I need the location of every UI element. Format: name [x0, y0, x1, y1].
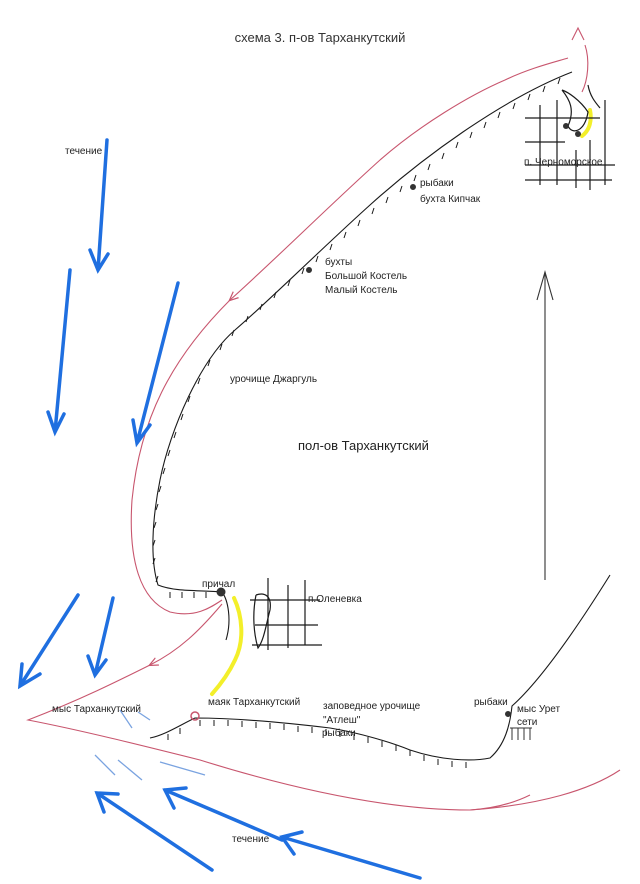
current-arrows: [17, 138, 422, 880]
olenevka-label: п.Оленевка: [308, 594, 362, 605]
chernomorskoe-label: п. Черноморское: [524, 157, 603, 168]
highlight-shore: [210, 108, 593, 696]
cliff-ticks: [152, 77, 561, 768]
olenevka-grid: [250, 578, 322, 650]
north-arrow: [536, 269, 554, 580]
uret-fishermen-label: рыбаки: [474, 697, 508, 708]
map-title: схема 3. п-ов Тарханкутский: [234, 30, 406, 45]
chernomorskoe-grid: [525, 84, 615, 190]
sea-route: [26, 26, 621, 811]
kipchak-fishermen-label: рыбаки: [420, 178, 454, 189]
cape-uret-label: мыс Урет: [517, 704, 561, 715]
chernomorskoe-marks: [563, 123, 581, 137]
kipchak-bay-label: бухта Кипчак: [420, 194, 481, 205]
points: [190, 184, 511, 721]
coastline: [149, 71, 611, 761]
cape-tarkhankut-label: мыс Тарханкутский: [52, 704, 141, 715]
atlesh-fishermen-label: рыбаки: [322, 728, 356, 739]
small-currents: [94, 709, 206, 781]
dzhargul-label: урочище Джаргуль: [230, 374, 318, 385]
bays-label: бухты Большой Костель Малый Костель: [325, 257, 408, 296]
prichal-label: причал: [202, 579, 236, 590]
lighthouse-label: маяк Тарханкутский: [208, 697, 301, 708]
atlesh-label: заповедное урочище "Атлеш": [323, 701, 421, 726]
peninsula-label: пол-ов Тарханкутский: [298, 438, 429, 453]
nets-marks: [510, 727, 532, 740]
current-bottom-label: течение: [232, 834, 270, 845]
nets-label: сети: [517, 717, 538, 728]
current-top-label: течение: [65, 146, 103, 157]
